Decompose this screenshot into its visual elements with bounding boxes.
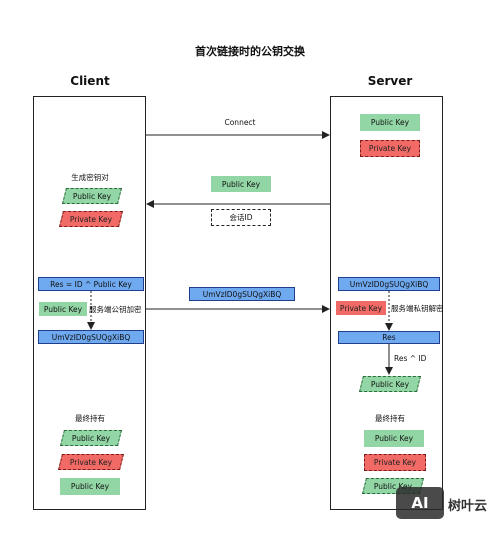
client-final-server-public-key-text: Public Key [70, 482, 110, 491]
server-final-private-key-text: Private Key [373, 458, 417, 467]
send-encrypted-text: UmVzID0gSUQgXiBQ [202, 289, 282, 299]
server-encrypted-box: UmVzID0gSUQgXiBQ [338, 277, 440, 291]
client-gen-private-key-text: Private Key [69, 214, 113, 224]
client-final-public-key: Public Key [60, 430, 122, 446]
client-generate-label: 生成密钥对 [71, 173, 109, 182]
client-title: Client [70, 74, 110, 88]
server-private-key-2: Private Key [336, 301, 386, 315]
server-decrypt-label: 服务端私钥解密 [391, 304, 444, 313]
client-res-formula-text: Res = ID ^ Public Key [50, 279, 132, 289]
watermark-logo: AI [396, 487, 444, 519]
send-encrypted-box: UmVzID0gSUQgXiBQ [189, 287, 295, 301]
client-res-formula: Res = ID ^ Public Key [38, 277, 144, 291]
client-final-private-key: Private Key [58, 454, 124, 470]
client-final-label: 最终持有 [75, 414, 105, 423]
client-gen-public-key: Public Key [62, 188, 122, 204]
server-derived-public-key: Public Key [359, 376, 421, 392]
watermark-logo-text: AI [411, 494, 429, 512]
client-encrypted-text: UmVzID0gSUQgXiBQ [51, 332, 131, 342]
server-derived-public-key-text: Public Key [370, 379, 410, 389]
client-encrypted-box: UmVzID0gSUQgXiBQ [38, 330, 144, 344]
client-server-public-key-text: Public Key [43, 304, 83, 314]
server-final-private-key: Private Key [364, 454, 426, 471]
server-public-key: Public Key [360, 114, 420, 131]
diagram-title: 首次链接时的公钥交换 [195, 45, 305, 58]
server-private-key: Private Key [360, 140, 420, 157]
client-gen-private-key: Private Key [59, 211, 123, 227]
server-public-key-text: Public Key [370, 118, 410, 127]
client-final-server-public-key: Public Key [60, 478, 120, 495]
server-final-label: 最终持有 [375, 414, 405, 423]
server-final-public-key-text: Public Key [374, 434, 414, 443]
server-encrypted-text: UmVzID0gSUQgXiBQ [349, 279, 429, 289]
return-public-key-text: Public Key [221, 179, 261, 189]
session-id-text: 会话ID [229, 213, 253, 222]
client-final-public-key-text: Public Key [71, 433, 111, 443]
server-title: Server [367, 74, 413, 88]
client-encrypt-label: 服务端公钥加密 [89, 305, 142, 314]
return-public-key: Public Key [211, 176, 271, 192]
server-final-public-key: Public Key [364, 430, 424, 447]
server-res-text: Res [382, 333, 396, 342]
watermark-text: 树叶云 [448, 499, 488, 514]
server-private-key-text: Private Key [368, 144, 412, 153]
client-gen-public-key-text: Public Key [72, 191, 112, 201]
server-xor-label: Res ^ ID [394, 354, 427, 363]
session-id-box: 会话ID [211, 209, 271, 226]
connect-label: Connect [224, 118, 256, 127]
client-final-private-key-text: Private Key [69, 457, 113, 467]
client-server-public-key: Public Key [39, 302, 87, 316]
server-private-key-2-text: Private Key [339, 303, 383, 313]
server-res-box: Res [338, 331, 440, 344]
